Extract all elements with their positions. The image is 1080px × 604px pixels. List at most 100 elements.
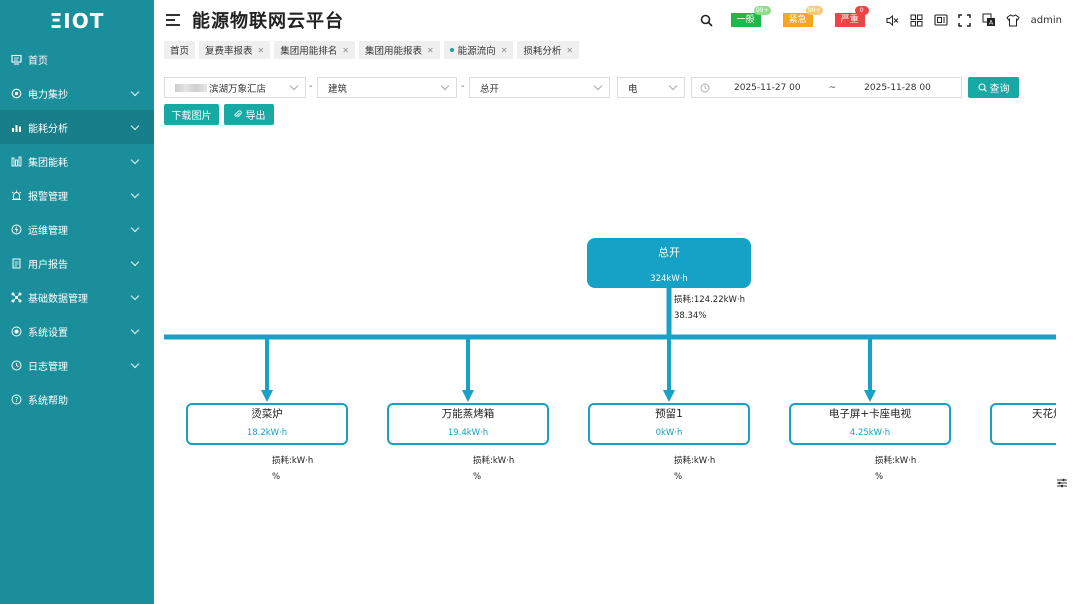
export-label: 导出 <box>245 111 266 122</box>
branch-arrow-3 <box>663 339 675 402</box>
child-node[interactable]: 电子屏+卡座电视 4.25kW·h <box>789 403 951 445</box>
query-button[interactable]: 查询 <box>968 77 1019 98</box>
chevron-down-icon <box>130 359 140 368</box>
separator: - <box>309 81 313 92</box>
sidebar-item-label: 用户报告 <box>28 259 68 271</box>
child-node[interactable]: 天花灯 <box>990 403 1056 445</box>
date-separator: ~ <box>828 82 837 93</box>
child-node[interactable]: 预留1 0kW·h <box>588 403 750 445</box>
svg-text:?: ? <box>15 396 19 404</box>
close-icon[interactable]: ✕ <box>342 45 349 55</box>
sidebar-item-alarm[interactable]: 报警管理 <box>0 178 154 212</box>
grid-icon[interactable] <box>910 13 924 27</box>
sidebar-item-operations[interactable]: 运维管理 <box>0 212 154 246</box>
tab-group-report[interactable]: 集团用能报表 ✕ <box>358 41 440 59</box>
bolt-icon <box>11 224 22 235</box>
download-image-button[interactable]: 下载图片 <box>164 104 219 125</box>
fullscreen-icon[interactable] <box>958 13 972 27</box>
energy-type-select[interactable]: 电 <box>617 77 685 98</box>
chevron-down-icon <box>130 291 140 300</box>
document-icon <box>11 258 22 269</box>
close-icon[interactable]: ✕ <box>257 45 265 55</box>
tab-label: 集团用能排名 <box>280 46 338 57</box>
flow-connectors <box>164 288 1056 402</box>
date-range-picker[interactable]: 2025-11-27 00 ~ 2025-11-28 00 <box>691 77 962 98</box>
mute-icon[interactable] <box>886 13 900 27</box>
sidebar-item-help[interactable]: ? 系统帮助 <box>0 382 154 416</box>
chevron-down-icon <box>289 81 299 91</box>
close-icon[interactable]: ✕ <box>566 45 574 55</box>
loss-amount: 损耗:kW·h <box>875 456 917 466</box>
sidebar: ΞIOT 首页 电力集抄 能耗分析 集团能耗 报警管理 <box>0 0 154 604</box>
svg-text:A: A <box>989 20 994 27</box>
sidebar-item-base-data[interactable]: 基础数据管理 <box>0 280 154 314</box>
app-title: 能源物联网云平台 <box>192 11 344 32</box>
node-select[interactable]: 总开 <box>469 77 610 98</box>
child-node[interactable]: 烫菜炉 18.2kW·h <box>186 403 348 445</box>
language-icon[interactable]: A <box>982 13 996 27</box>
loss-amount: 损耗:124.22kW·h <box>674 295 746 305</box>
close-icon[interactable]: ✕ <box>426 45 434 55</box>
search-icon[interactable] <box>700 13 714 27</box>
search-icon <box>977 83 987 92</box>
store-select[interactable]: 滨湖万象汇店 <box>164 77 306 98</box>
date-end[interactable]: 2025-11-28 00 <box>864 82 931 93</box>
sidebar-item-group-energy[interactable]: 集团能耗 <box>0 144 154 178</box>
chevron-down-icon <box>130 223 140 232</box>
alert-urgent-count: 99+ <box>805 6 823 15</box>
tab-energy-flow[interactable]: 能源流向 ✕ <box>443 41 514 59</box>
sidebar-item-label: 首页 <box>28 55 48 67</box>
chevron-down-icon <box>130 325 140 334</box>
energy-value: 电 <box>628 83 638 95</box>
sidebar-item-user-report[interactable]: 用户报告 <box>0 246 154 280</box>
tab-tariff-report[interactable]: 复费率报表 ✕ <box>199 41 271 59</box>
chevron-down-icon <box>130 87 140 96</box>
theme-shirt-icon[interactable] <box>1005 13 1020 27</box>
alert-severe-badge[interactable]: 严重 0 <box>834 6 869 27</box>
date-start[interactable]: 2025-11-27 00 <box>734 82 801 93</box>
alert-normal-count: 99+ <box>753 6 771 15</box>
screen-icon[interactable] <box>934 13 948 27</box>
user-name[interactable]: admin <box>1030 14 1062 26</box>
child-node[interactable]: 万能蒸烤箱 19.4kW·h <box>387 403 549 445</box>
alert-normal-badge[interactable]: 一般 99+ <box>730 6 771 27</box>
sidebar-item-label: 电力集抄 <box>28 89 68 101</box>
sidebar-item-home[interactable]: 首页 <box>0 42 154 76</box>
chevron-down-icon <box>130 257 140 266</box>
sidebar-item-label: 能耗分析 <box>28 123 68 135</box>
root-node[interactable]: 总开 324kW·h <box>587 238 751 288</box>
sidebar-item-energy-analysis[interactable]: 能耗分析 <box>0 110 154 144</box>
alert-urgent-badge[interactable]: 紧急 99+ <box>782 6 823 27</box>
help-icon: ? <box>11 394 22 405</box>
sidebar-item-power-reading[interactable]: 电力集抄 <box>0 76 154 110</box>
close-icon[interactable]: ✕ <box>500 45 508 55</box>
alert-severe-label: 严重 <box>840 15 859 25</box>
node-value: 0kW·h <box>655 428 683 438</box>
sidebar-item-label: 系统帮助 <box>28 395 68 407</box>
sidebar-item-logs[interactable]: 日志管理 <box>0 348 154 382</box>
loss-percent: % <box>875 472 884 482</box>
sidebar-item-system-settings[interactable]: 系统设置 <box>0 314 154 348</box>
tab-group-ranking[interactable]: 集团用能排名 ✕ <box>274 41 355 59</box>
tab-label: 能源流向 <box>457 46 496 57</box>
sliders-icon[interactable] <box>1056 477 1068 489</box>
sidebar-item-label: 报警管理 <box>28 191 68 203</box>
chevron-down-icon <box>130 121 140 130</box>
child-loss-info: 损耗:kW·h % <box>875 453 916 485</box>
branch-arrow-2 <box>462 339 474 402</box>
alert-normal-label: 一般 <box>736 15 755 25</box>
tab-loss-analysis[interactable]: 损耗分析 ✕ <box>517 41 580 59</box>
menu-toggle-icon[interactable] <box>166 14 180 26</box>
energy-flow-diagram: 总开 324kW·h 损耗:124.22kW·h 38.34% 烫菜炉 18.2… <box>164 160 1056 560</box>
node-name: 预留1 <box>655 408 683 420</box>
loss-amount: 损耗:kW·h <box>674 456 716 466</box>
tab-home[interactable]: 首页 <box>164 41 196 59</box>
branch-arrow-4 <box>864 339 876 402</box>
alarm-icon <box>11 190 22 201</box>
export-button[interactable]: 导出 <box>224 104 274 125</box>
download-label: 下载图片 <box>171 111 212 122</box>
store-value: 滨湖万象汇店 <box>209 83 267 95</box>
node-name: 电子屏+卡座电视 <box>828 408 912 420</box>
header-toolbar: 一般 99+ 紧急 99+ 严重 0 A admin <box>695 0 1062 40</box>
category-select[interactable]: 建筑 <box>317 77 457 98</box>
